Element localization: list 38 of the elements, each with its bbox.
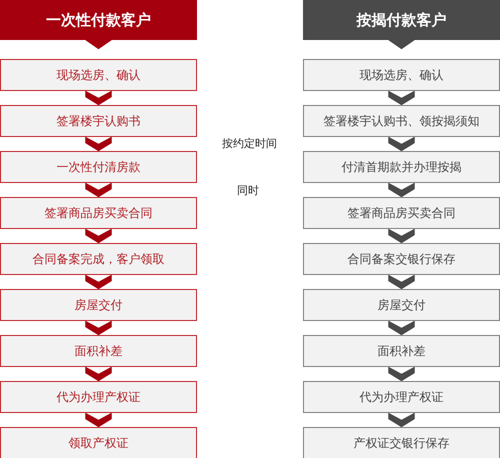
step-box: 产权证交银行保存 bbox=[303, 427, 500, 458]
step-box: 一次性付清房款 bbox=[0, 151, 197, 183]
chevron-arrow bbox=[85, 182, 112, 198]
pointer-arrow bbox=[388, 40, 415, 50]
step-box: 签署楼宇认购书 bbox=[0, 105, 197, 137]
step-box: 签署楼宇认购书、领按揭须知 bbox=[303, 105, 500, 137]
step-box: 签署商品房买卖合同 bbox=[0, 197, 197, 229]
step-box: 现场选房、确认 bbox=[0, 59, 197, 91]
step-box: 房屋交付 bbox=[303, 289, 500, 321]
chevron-arrow bbox=[388, 228, 415, 244]
note-text: 按约定时间 bbox=[222, 136, 277, 151]
chevron-arrow bbox=[85, 412, 112, 428]
step-box: 领取产权证 bbox=[0, 427, 197, 458]
step-box: 合同备案完成，客户领取 bbox=[0, 243, 197, 275]
step-box: 代为办理产权证 bbox=[303, 381, 500, 413]
chevron-arrow bbox=[85, 320, 112, 336]
step-box: 合同备案交银行保存 bbox=[303, 243, 500, 275]
chevron-arrow bbox=[85, 90, 112, 106]
step-box: 面积补差 bbox=[303, 335, 500, 367]
note-text: 同时 bbox=[237, 183, 259, 198]
chevron-arrow bbox=[85, 228, 112, 244]
chevron-arrow bbox=[388, 182, 415, 198]
chevron-arrow bbox=[388, 274, 415, 290]
step-box: 代为办理产权证 bbox=[0, 381, 197, 413]
step-box: 现场选房、确认 bbox=[303, 59, 500, 91]
chevron-arrow bbox=[388, 366, 415, 382]
step-box: 房屋交付 bbox=[0, 289, 197, 321]
step-box: 付清首期款并办理按揭 bbox=[303, 151, 500, 183]
chevron-arrow bbox=[85, 274, 112, 290]
chevron-arrow bbox=[388, 90, 415, 106]
chevron-arrow bbox=[85, 366, 112, 382]
pointer-arrow bbox=[85, 40, 112, 50]
chevron-arrow bbox=[388, 412, 415, 428]
step-box: 面积补差 bbox=[0, 335, 197, 367]
chevron-arrow bbox=[388, 136, 415, 152]
step-box: 签署商品房买卖合同 bbox=[303, 197, 500, 229]
chevron-arrow bbox=[85, 136, 112, 152]
chevron-arrow bbox=[388, 320, 415, 336]
